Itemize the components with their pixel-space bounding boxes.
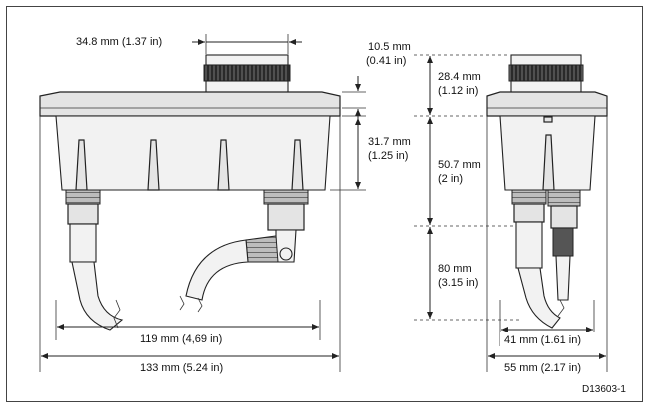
label-side-low-mm: 80 mm (438, 263, 472, 275)
front-view (39, 54, 341, 331)
label-inner-width: 119 mm (4,69 in) (140, 333, 222, 345)
label-side-mid-mm: 50.7 mm (438, 159, 481, 171)
front-ribs (75, 139, 304, 191)
label-side-outer-width: 55 mm (2.17 in) (504, 362, 581, 374)
label-body-height-in: (1.25 in) (368, 150, 408, 162)
dimension-labels: 34.8 mm (1.37 in) 10.5 mm (0.41 in) 31.7… (72, 33, 626, 395)
front-connector-cap (203, 54, 291, 94)
label-side-low-in: (3.15 in) (438, 277, 478, 289)
label-cap-height-in: (0.41 in) (366, 55, 406, 67)
label-side-top-in: (1.12 in) (438, 85, 478, 97)
label-body-height-mm: 31.7 mm (368, 136, 411, 148)
side-view (486, 54, 608, 329)
label-side-mid-in: (2 in) (438, 173, 463, 185)
front-flange (39, 91, 341, 117)
side-flange (486, 91, 608, 117)
front-housing (55, 115, 331, 191)
drawing-reference: D13603-1 (582, 384, 626, 395)
label-side-top-mm: 28.4 mm (438, 71, 481, 83)
front-left-cable-gland (65, 189, 124, 331)
label-cap-height-mm: 10.5 mm (368, 41, 411, 53)
label-top-width: 34.8 mm (1.37 in) (76, 36, 162, 48)
label-side-inner-width: 41 mm (1.61 in) (504, 334, 581, 346)
dimension-lines-front (39, 34, 366, 372)
dimension-lines-side (414, 54, 608, 372)
side-cable-glands (511, 189, 581, 329)
label-outer-width: 133 mm (5.24 in) (140, 362, 223, 374)
side-connector-cap (508, 54, 584, 94)
front-right-cable-gland (179, 189, 309, 313)
